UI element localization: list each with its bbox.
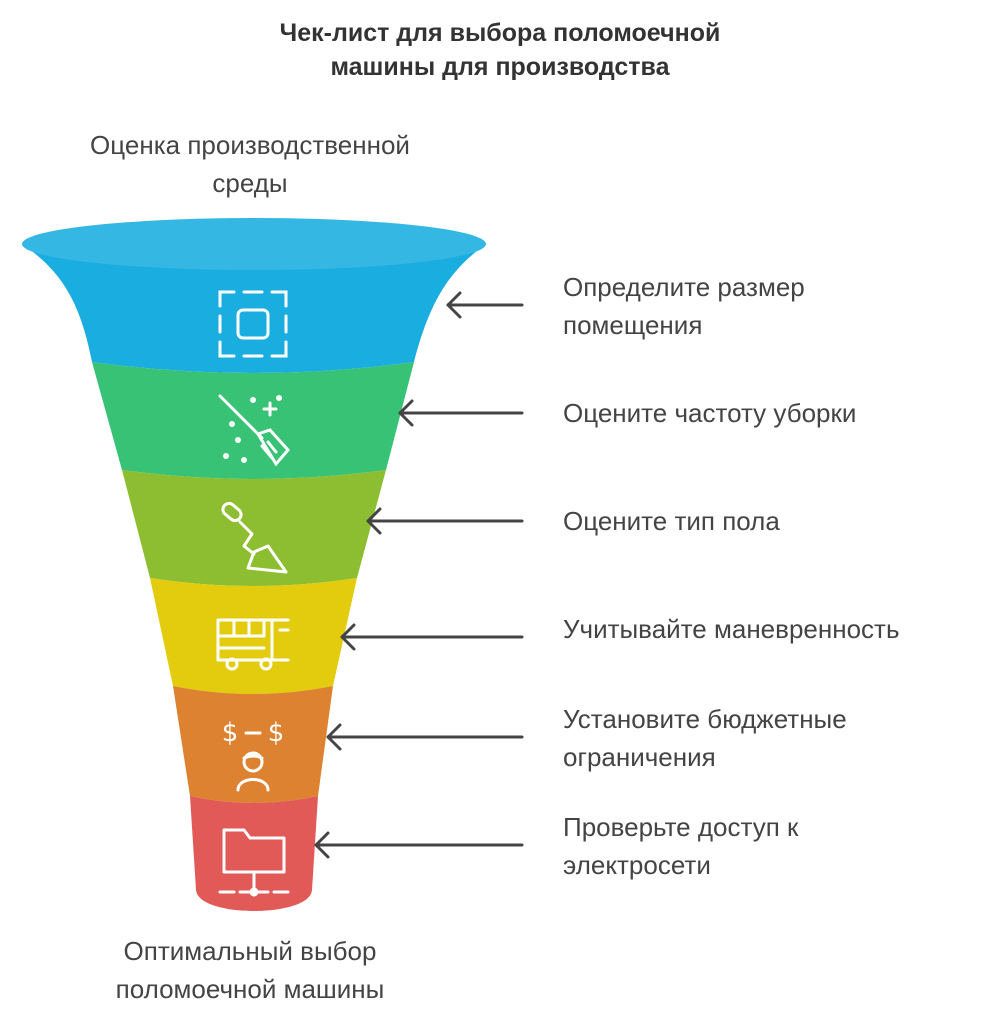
network-folder-icon — [218, 828, 290, 897]
funnel-segment-3 — [122, 470, 386, 586]
dollar-person-icon: $ $ — [222, 718, 285, 792]
step-label-6-line-2: электросети — [563, 850, 711, 880]
step-label-3: Оцените тип пола — [563, 502, 983, 540]
step-label-3-line-1: Оцените тип пола — [563, 506, 780, 536]
title-line-1: Чек-лист для выбора поломоечной — [279, 19, 721, 47]
step-label-5-line-1: Установите бюджетные — [563, 704, 847, 734]
step-label-2: Оцените частоту уборки — [563, 394, 983, 432]
svg-text:$: $ — [222, 718, 239, 748]
funnel-input-label-line-2: среды — [212, 168, 288, 198]
funnel-input-label: Оценка производственной среды — [20, 126, 480, 202]
funnel-segment-6 — [190, 796, 318, 911]
step-label-2-line-1: Оцените частоту уборки — [563, 398, 857, 428]
step-label-5-line-2: ограничения — [563, 742, 716, 772]
step-label-6-line-1: Проверьте доступ к — [563, 812, 799, 842]
step-arrow-2 — [398, 399, 524, 427]
svg-text:$: $ — [268, 718, 285, 748]
step-arrow-5 — [326, 723, 524, 751]
step-arrow-1 — [446, 291, 524, 319]
funnel-output-label: Оптимальный выбор поломоечной машины — [20, 932, 480, 1008]
step-label-4-line-1: Учитывайте маневренность — [563, 614, 900, 644]
funnel-segment-2 — [92, 362, 414, 479]
diagram-title: Чек-лист для выбора поломоечной машины д… — [0, 16, 990, 84]
funnel-input-label-line-1: Оценка производственной — [90, 130, 410, 160]
step-label-6: Проверьте доступ к электросети — [563, 808, 983, 884]
step-label-1: Определите размер помещения — [563, 268, 983, 344]
step-label-5: Установите бюджетные ограничения — [563, 700, 983, 776]
step-label-1-line-2: помещения — [563, 310, 703, 340]
funnel-output-label-line-1: Оптимальный выбор — [123, 936, 377, 966]
step-arrow-4 — [340, 623, 524, 651]
trowel-icon — [221, 501, 288, 574]
step-arrow-3 — [366, 507, 524, 535]
step-arrow-6 — [314, 831, 524, 859]
funnel-output-label-line-2: поломоечной машины — [115, 974, 385, 1004]
broom-sparkle-icon — [218, 394, 290, 467]
funnel-segment-1 — [22, 218, 486, 373]
bus-icon — [216, 618, 290, 671]
dashed-square-icon — [218, 290, 288, 358]
step-label-1-line-1: Определите размер — [563, 272, 805, 302]
step-label-4: Учитывайте маневренность — [563, 610, 983, 648]
funnel-segment-5 — [173, 686, 333, 803]
title-line-2: машины для производства — [330, 53, 670, 81]
